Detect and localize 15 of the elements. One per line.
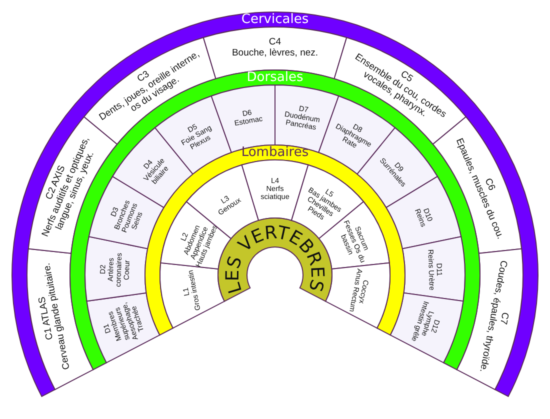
organ-list: Bouche, lèvres, nez.: [232, 48, 318, 60]
vertebra-label: C7: [497, 311, 510, 326]
ring-band: [12, 12, 538, 397]
vertebra-label: C4: [268, 38, 282, 48]
band-label: Cervicales: [241, 13, 309, 26]
vertebra-sector: [202, 26, 348, 80]
band-label: Lombaires: [241, 146, 309, 159]
vertebra-sector: [390, 292, 464, 364]
vertebra-sector: [432, 116, 522, 254]
band-label: Dorsales: [246, 71, 304, 84]
vertebra-sector: [241, 160, 309, 221]
vertebra-sector: [456, 248, 524, 390]
vertebra-sector: [402, 236, 466, 302]
hub-ring: [218, 218, 332, 302]
vertebra-sector: [325, 262, 390, 329]
